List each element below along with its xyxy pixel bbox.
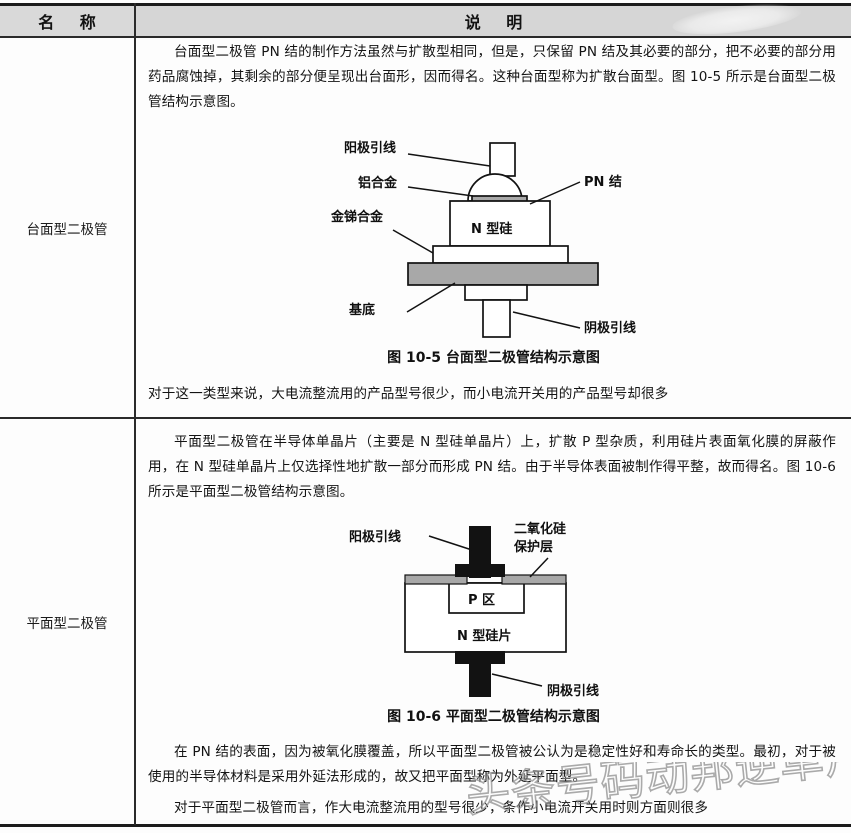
label-substrate: 基底: [349, 303, 376, 318]
figure-caption-10-6: 图 10-6 平面型二极管结构示意图: [387, 709, 600, 725]
label-cathode-lead: 阴极引线: [547, 684, 600, 699]
label-aluminum-alloy: 铝合金: [358, 176, 398, 191]
mesa-diode-svg: [392, 142, 599, 338]
paragraph-mesa-note: 对于这一类型来说，大电流整流用的产品型号很少，而小电流开关用的产品型号却很多: [148, 386, 669, 402]
label-n-type-silicon: N 型硅: [471, 222, 513, 237]
label-pn-junction: PN 结: [584, 175, 622, 190]
label-silicon-dioxide-line1: 二氧化硅: [514, 522, 567, 537]
planar-diode-svg: [404, 526, 567, 697]
figure-caption-10-5: 图 10-5 台面型二极管结构示意图: [387, 350, 600, 366]
row-label-planar-diode: 平面型二极管: [26, 615, 108, 632]
column-header-description: 说 明: [464, 13, 533, 32]
figure-planar-diode-structure: 阳极引线 二氧化硅 保护层 P 区 N 型硅片 阴极引线: [349, 520, 682, 700]
table-bottom-border: [0, 824, 851, 827]
label-n-type-silicon-wafer: N 型硅片: [457, 629, 512, 644]
row-label-mesa-diode: 台面型二极管: [26, 221, 108, 238]
label-gold-antimony-alloy: 金锑合金: [331, 210, 384, 225]
paragraph-planar-intro: 平面型二极管在半导体单晶片（主要是 N 型硅单晶片）上，扩散 P 型杂质，利用硅…: [148, 434, 836, 500]
header-bottom-border: [0, 36, 851, 38]
paragraph-mesa-intro: 台面型二极管 PN 结的制作方法虽然与扩散型相同，但是，只保留 PN 结及其必要…: [148, 44, 836, 110]
label-p-region: P 区: [468, 593, 496, 608]
paragraph-planar-note-1: 在 PN 结的表面，因为被氧化膜覆盖，所以平面型二极管被公认为是稳定性好和寿命长…: [148, 744, 836, 785]
paragraph-planar-note-2: 对于平面型二极管而言，作大电流整流用的型号很少，条作小电流开关用时则方面则很多: [174, 800, 709, 816]
column-divider: [134, 3, 136, 825]
label-anode-lead: 阳极引线: [349, 530, 402, 545]
figure-mesa-diode-structure: 阳极引线 铝合金 PN 结 金锑合金 N 型硅 基底 阴极引线: [331, 140, 685, 340]
table-top-border: [0, 3, 851, 6]
row-separator-border: [0, 417, 851, 419]
column-header-name: 名 称: [38, 13, 106, 32]
label-silicon-dioxide-line2: 保护层: [514, 540, 554, 555]
label-cathode-lead: 阴极引线: [584, 321, 637, 336]
label-anode-lead: 阳极引线: [344, 141, 397, 156]
